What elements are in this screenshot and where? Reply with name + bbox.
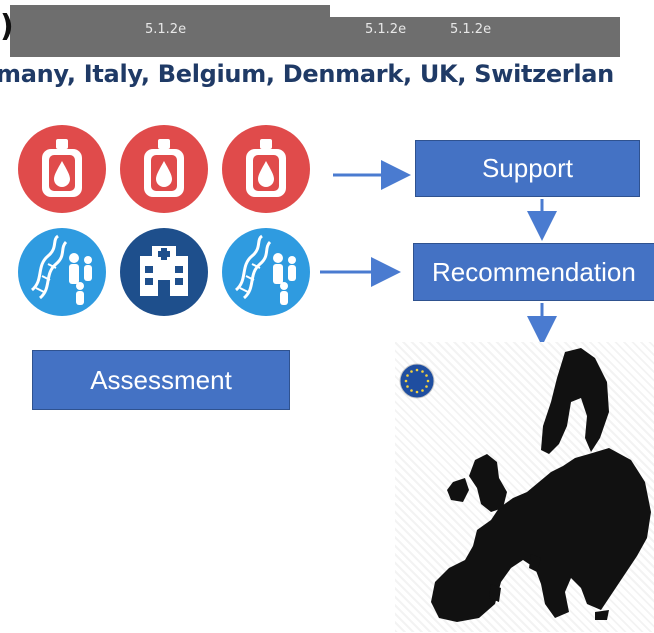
header-paren: ) — [0, 9, 14, 44]
assessment-box: Assessment — [32, 350, 290, 410]
header-banner-notch — [330, 5, 620, 17]
redaction-label: 5.1.2e — [145, 22, 187, 37]
countries-heading: many, Italy, Belgium, Denmark, UK, Switz… — [0, 60, 614, 88]
blood-bag-icon — [18, 125, 106, 213]
dna-people-icon — [222, 228, 310, 316]
dna-people-icon — [18, 228, 106, 316]
blood-bag-icon — [222, 125, 310, 213]
eu-flag-icon — [399, 363, 435, 399]
europe-map-icon — [431, 348, 651, 622]
redaction-label: 5.1.2e — [365, 22, 407, 37]
blood-bag-icon — [120, 125, 208, 213]
recommendation-box: Recommendation — [413, 243, 654, 301]
hospital-icon — [120, 228, 208, 316]
redaction-label: 5.1.2e — [450, 22, 492, 37]
support-box: Support — [415, 140, 640, 197]
